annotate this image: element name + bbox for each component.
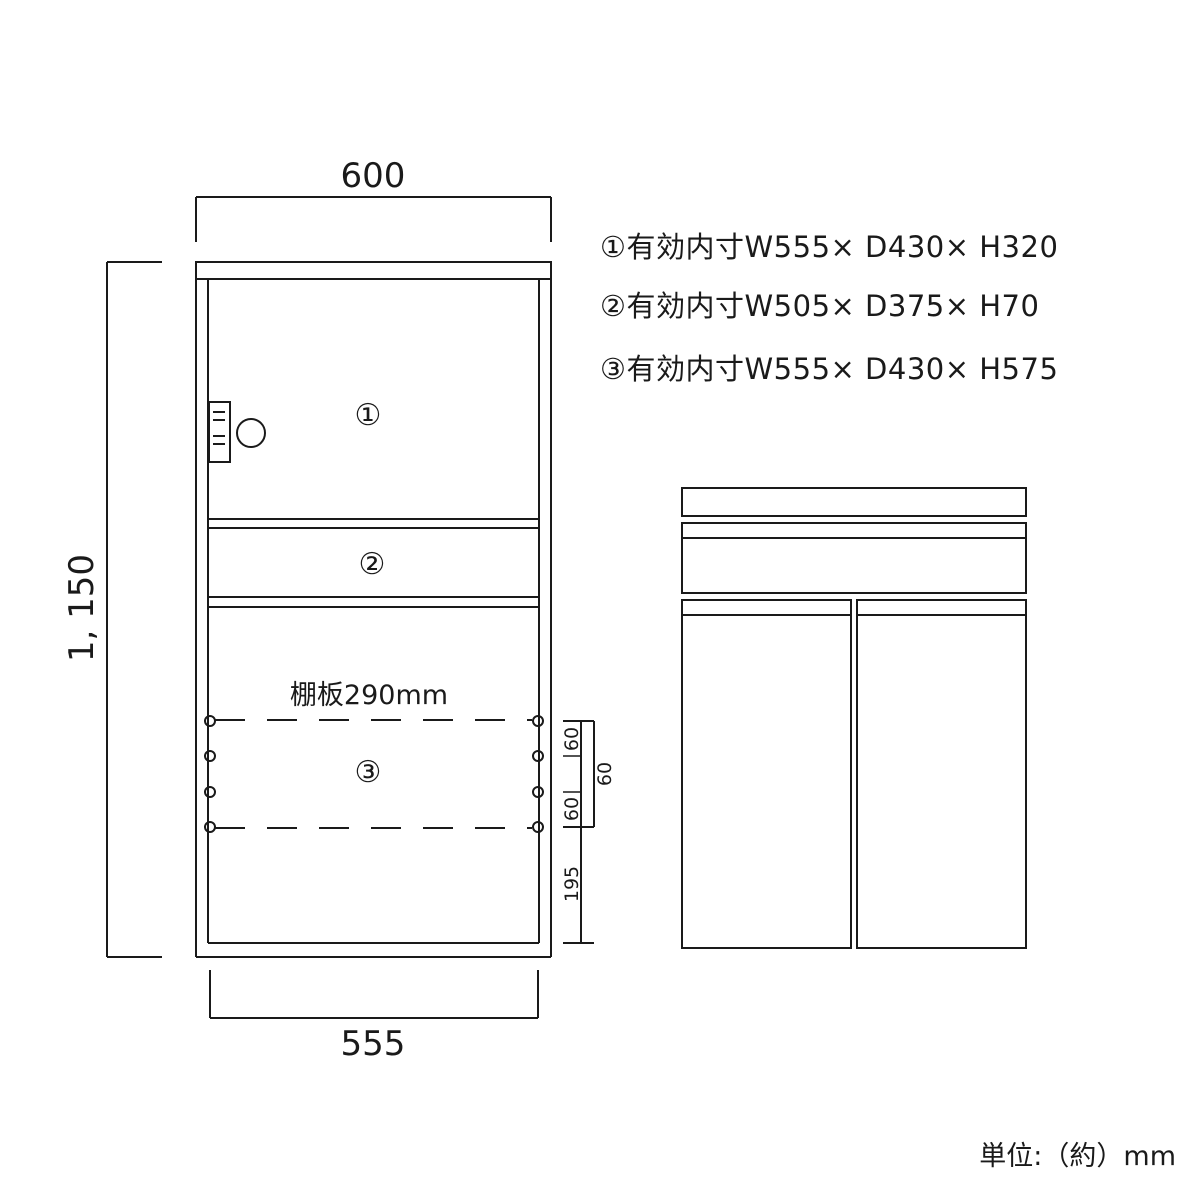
spec-line-3: ③有効内寸W555× D430× H575 (600, 352, 1058, 386)
shelf-pin-hole (204, 786, 216, 798)
shelf-spacing-total-label: 60 (594, 762, 616, 786)
overall-height-label: 1, 150 (62, 554, 102, 662)
bottom-clearance-label: 195 (561, 866, 583, 902)
closed-top-board (681, 487, 1027, 517)
overall-width-label: 600 (341, 156, 406, 196)
spec-line-1: ①有効内寸W555× D430× H320 (600, 230, 1058, 264)
shelf-spacing-dimensions: 60 60 60 195 (561, 720, 616, 944)
compartment-1-label: ① (355, 398, 382, 433)
shelf-pin-hole (204, 715, 216, 727)
power-outlet-plate (208, 401, 231, 463)
compartment-2-label: ② (359, 547, 386, 582)
shelf-pin-hole (204, 821, 216, 833)
shelf-spacing-b-label: 60 (561, 797, 583, 821)
cable-hole-icon (236, 418, 266, 448)
width-dimension-top: 600 (195, 156, 552, 242)
shelf-pin-hole (532, 750, 544, 762)
shelf-pin-hole (532, 786, 544, 798)
unit-note: 単位:（約）mm (979, 1141, 1176, 1172)
compartment-3-label: ③ (355, 755, 382, 790)
closed-door-left (681, 599, 852, 949)
inner-width-label: 555 (341, 1024, 406, 1064)
cabinet-closed-view (681, 487, 1027, 949)
closed-drawer-front (681, 522, 1027, 594)
shelf-spacing-a-label: 60 (561, 727, 583, 751)
height-dimension-left: 1, 150 (62, 261, 162, 958)
spec-line-2: ②有効内寸W505× D375× H70 (600, 289, 1039, 323)
cabinet-front-view: ① ② ③ 棚板290mm (195, 261, 552, 958)
shelf-label: 棚板290mm (290, 680, 448, 711)
shelf-pin-hole (204, 750, 216, 762)
shelf-pin-hole (532, 715, 544, 727)
closed-door-right (856, 599, 1027, 949)
shelf-pin-hole (532, 821, 544, 833)
inner-dimension-specs: ①有効内寸W555× D430× H320 ②有効内寸W505× D375× H… (600, 230, 1058, 386)
top-board (195, 261, 552, 280)
width-dimension-bottom: 555 (209, 970, 539, 1064)
